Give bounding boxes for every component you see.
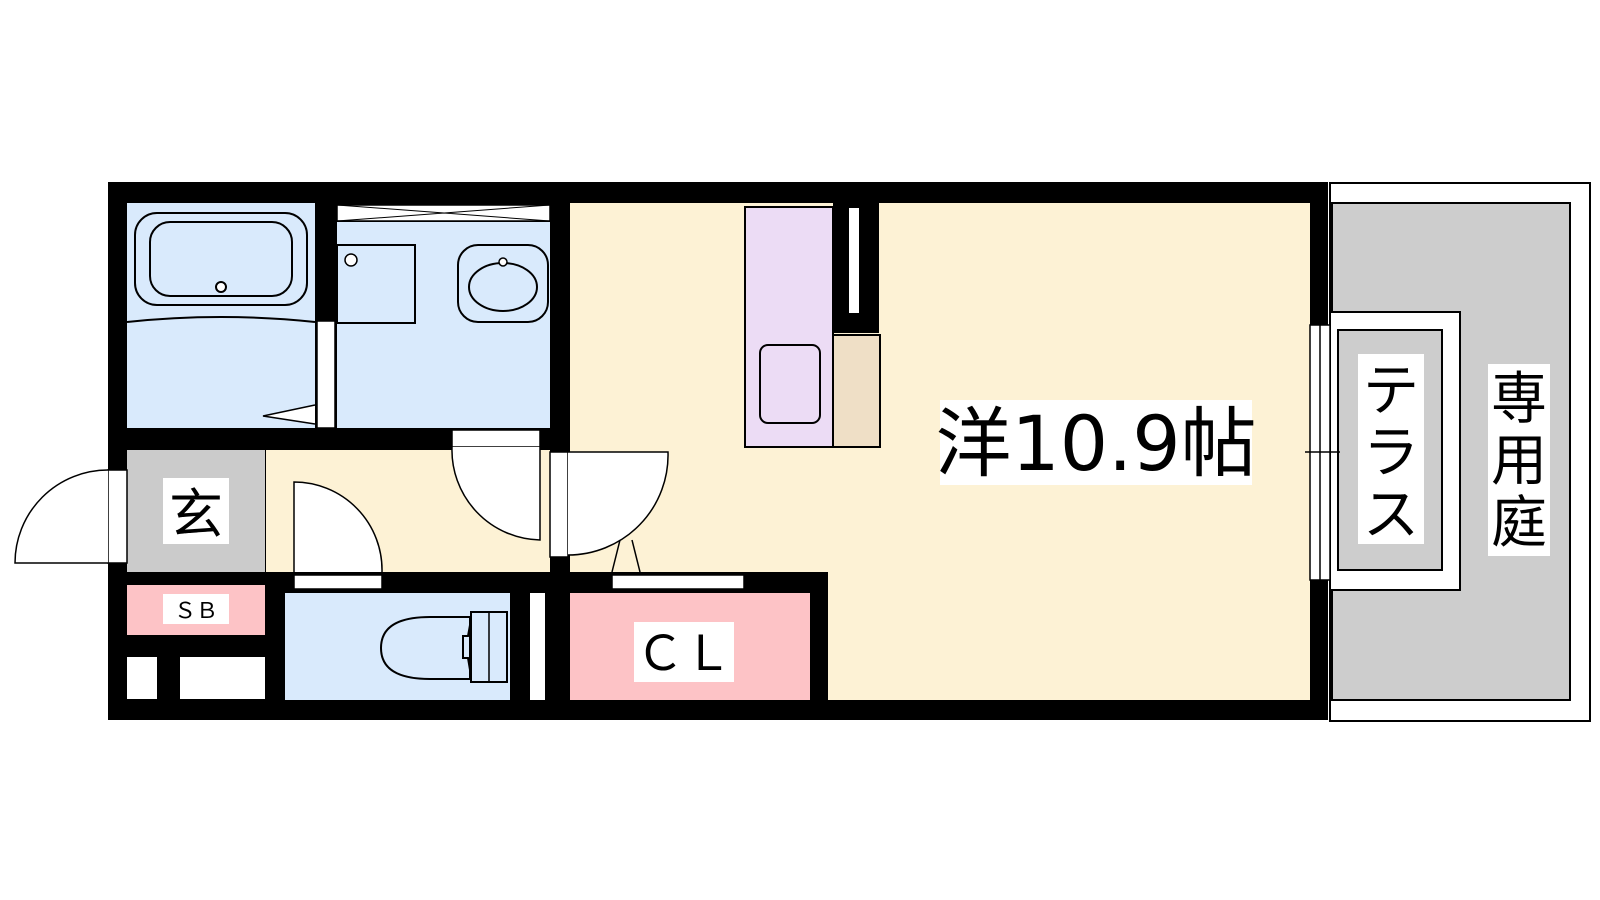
main-room-label: 洋10.9帖 <box>935 399 1256 488</box>
drain-icon <box>344 253 358 267</box>
wash-living-wall <box>550 182 570 452</box>
toilet-door-opening <box>293 574 383 590</box>
entrance-label-bg <box>163 478 229 544</box>
entrance-door-swing <box>14 469 109 564</box>
bath-door-opening <box>316 320 336 429</box>
terrace-label-2: ラ <box>1363 421 1419 486</box>
shoe-box-label: ＳＢ <box>174 599 218 624</box>
sb-bottom-wall <box>108 635 265 657</box>
closet-door-opening <box>611 574 745 590</box>
kitchen-sink <box>759 344 821 424</box>
window-cross <box>336 204 551 222</box>
living-door-swing <box>567 451 669 556</box>
terrace-label-1: テ <box>1363 359 1419 424</box>
toilet-door-swing <box>293 481 383 573</box>
garden-label-3: 庭 <box>1491 491 1547 556</box>
washroom-door-swing <box>451 446 541 541</box>
bath-wash-wall <box>315 203 337 321</box>
washroom-door-opening <box>451 429 541 448</box>
toilet-bowl <box>379 616 471 680</box>
kitchen-wall-gap <box>849 208 859 313</box>
toilet-right-wall <box>510 593 530 700</box>
entrance-right-wall <box>265 572 285 700</box>
bath-door-swing <box>262 404 316 425</box>
closet-door-swing <box>611 539 641 573</box>
entrance-door-opening <box>107 469 128 564</box>
toilet-seat <box>462 624 471 671</box>
shoe-box-label-bg <box>163 594 229 624</box>
garden-label-bg <box>1488 364 1550 556</box>
living-door-opening <box>549 451 569 558</box>
toilet-side-strip <box>530 593 545 700</box>
basin-tap-icon <box>498 257 508 267</box>
garden-label-2: 用 <box>1491 429 1547 494</box>
bathtub-edge <box>126 316 316 323</box>
fridge-space <box>832 334 881 448</box>
bathtub-drain-icon <box>215 281 227 293</box>
basin-bowl <box>468 262 538 312</box>
garden-label-1: 専 <box>1491 367 1547 432</box>
bathtub-inner <box>149 221 293 297</box>
terrace-label-3: ス <box>1363 483 1419 548</box>
storage-cell-2 <box>180 657 265 699</box>
closet-label: ＣＬ <box>636 626 732 682</box>
storage-cell-1 <box>127 657 157 699</box>
entrance-label: 玄 <box>169 483 223 546</box>
main-room-label-bg <box>940 400 1252 485</box>
closet-wall-right <box>810 572 828 700</box>
terrace-label-bg <box>1358 354 1424 544</box>
closet-label-bg <box>634 622 734 682</box>
sb-top-wall <box>108 572 265 585</box>
storage-divider <box>157 657 180 699</box>
